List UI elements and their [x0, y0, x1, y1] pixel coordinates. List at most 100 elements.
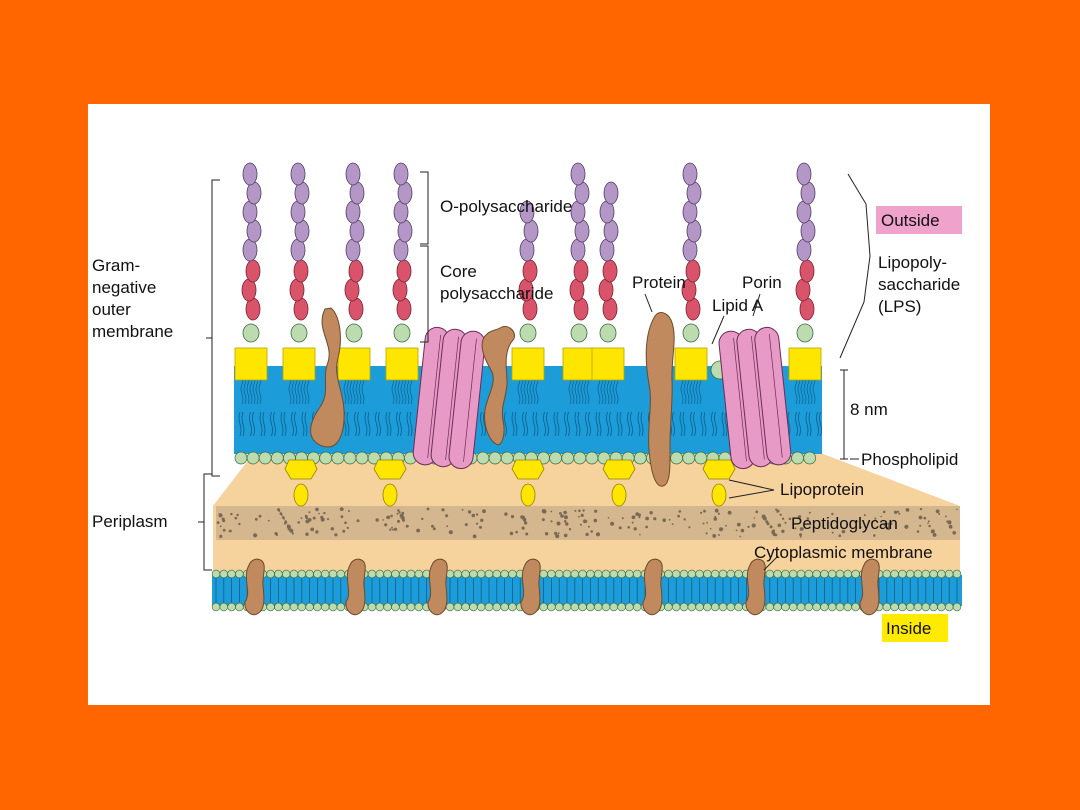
- peptidoglycan-dot: [219, 525, 222, 528]
- peptidoglycan-dot: [904, 524, 909, 529]
- inner-head-top: [703, 569, 712, 579]
- inner-head-bottom: [773, 602, 782, 612]
- lps-core-base: [345, 323, 363, 343]
- peptidoglycan-dot: [275, 533, 278, 536]
- phospholipid-tail: [375, 411, 381, 437]
- inner-membrane-protein: [520, 558, 541, 616]
- peptidoglycan-dot: [838, 534, 842, 537]
- peptidoglycan-dot: [431, 524, 434, 528]
- peptidoglycan-dot: [683, 518, 686, 521]
- peptidoglycan-dot: [727, 510, 732, 515]
- peptidoglycan-dot: [580, 513, 584, 517]
- lipid-a-block: [788, 347, 822, 381]
- peptidoglycan-dot: [945, 515, 947, 518]
- diagram-panel: O-polysaccharide Outside Gram- negative …: [88, 104, 990, 705]
- phospholipid-tail: [259, 411, 266, 437]
- peptidoglycan-dot: [305, 516, 309, 520]
- peptidoglycan-dot: [392, 528, 395, 531]
- inner-head-top: [617, 569, 626, 579]
- inner-head-top: [796, 569, 806, 579]
- inner-membrane-protein: [745, 558, 766, 616]
- lipoprotein-head: [702, 459, 736, 480]
- inner-head-top: [367, 569, 377, 579]
- peptidoglycan-dot: [416, 528, 420, 533]
- o-polysaccharide-bead: [796, 162, 812, 186]
- peptidoglycan-dot: [315, 530, 319, 534]
- core-polysaccharide-label-line1: Core: [440, 262, 477, 281]
- core-polysaccharide-bead: [602, 259, 618, 283]
- o-polysaccharide-bead: [290, 162, 306, 186]
- peptidoglycan-dot: [397, 519, 400, 523]
- inner-head-top: [921, 569, 930, 579]
- peptidoglycan-dot: [702, 522, 705, 525]
- porin: [412, 326, 486, 470]
- inner-head-bottom: [734, 602, 743, 612]
- lps-label-line1: Lipopoly-: [878, 253, 947, 272]
- peptidoglycan-dot: [389, 528, 392, 531]
- inner-head-top: [492, 569, 501, 579]
- o-polysaccharide-label: O-polysaccharide: [440, 197, 572, 216]
- peptidoglycan-dot: [312, 516, 316, 520]
- porin: [718, 326, 792, 470]
- inside-label: Inside: [886, 619, 931, 638]
- lps-core-base: [290, 323, 308, 343]
- phospholipid-tail: [280, 411, 287, 437]
- peptidoglycan-dot: [947, 520, 952, 525]
- peptidoglycan-dot: [585, 532, 589, 537]
- phospholipid-head: [694, 451, 708, 465]
- peptidoglycan-dot: [406, 525, 409, 528]
- peptidoglycan-dot: [555, 534, 560, 539]
- phospholipid-tail: [637, 411, 644, 437]
- inner-head-top: [952, 569, 962, 579]
- phospholipid-tail: [816, 411, 822, 437]
- inner-head-top: [547, 569, 556, 579]
- inner-head-bottom: [500, 602, 509, 612]
- peptidoglycan-dot: [287, 528, 290, 531]
- phospholipid-tail: [795, 411, 801, 437]
- peptidoglycan-dot: [467, 510, 472, 514]
- peptidoglycan-dot: [525, 532, 529, 536]
- lipoprotein-anchor: [382, 483, 398, 507]
- porin-cylinder-edge: [427, 334, 442, 459]
- peptidoglycan-dot: [394, 527, 398, 531]
- inner-head-bottom: [594, 602, 603, 612]
- peptidoglycan-dot: [401, 511, 405, 515]
- peptidoglycan-dot: [461, 508, 464, 511]
- inner-head-bottom: [851, 602, 860, 612]
- peptidoglycan-dot: [799, 527, 804, 531]
- inner-head-bottom: [211, 602, 221, 612]
- o-polysaccharide-bead: [519, 200, 535, 224]
- peptidoglycan-dot: [559, 512, 562, 515]
- peptidoglycan-dot: [799, 535, 802, 538]
- peptidoglycan-dot: [831, 531, 834, 534]
- phospholipid-tail: [553, 411, 560, 437]
- inner-head-bottom: [882, 602, 891, 612]
- peptidoglycan-dot: [326, 518, 330, 521]
- o-polysaccharide-bead: [603, 181, 619, 205]
- inner-head-bottom: [890, 602, 899, 612]
- phospholipid-tail: [511, 411, 518, 437]
- peptidoglycan-dot: [740, 528, 745, 533]
- phospholipid-tail: [238, 411, 245, 437]
- peptidoglycan-dot: [635, 512, 640, 516]
- lps-bracket: [839, 173, 871, 359]
- peptidoglycan-dot: [871, 521, 874, 524]
- inner-head-top: [664, 569, 673, 579]
- o-polysaccharide-bead: [393, 162, 409, 186]
- peptidoglycan-dot: [356, 519, 360, 523]
- peptidoglycan-dot: [563, 520, 567, 523]
- outside-label-bg: [876, 206, 962, 234]
- phospholipid-tail: [406, 411, 413, 437]
- peptidoglycan-dot: [753, 517, 756, 519]
- inner-head-top: [726, 569, 735, 579]
- peptidoglycan-dot: [930, 529, 935, 534]
- peptidoglycan-dot: [441, 508, 445, 512]
- core-polysaccharide-bracket: [420, 245, 429, 343]
- phospholipid-tail: [543, 411, 549, 437]
- inner-head-bottom: [609, 602, 618, 612]
- peptidoglycan-dot: [662, 518, 666, 522]
- peptidoglycan-dot: [633, 527, 637, 531]
- lipoprotein-head: [602, 459, 636, 480]
- inner-membrane-protein: [859, 558, 880, 616]
- inner-head-top: [297, 569, 307, 579]
